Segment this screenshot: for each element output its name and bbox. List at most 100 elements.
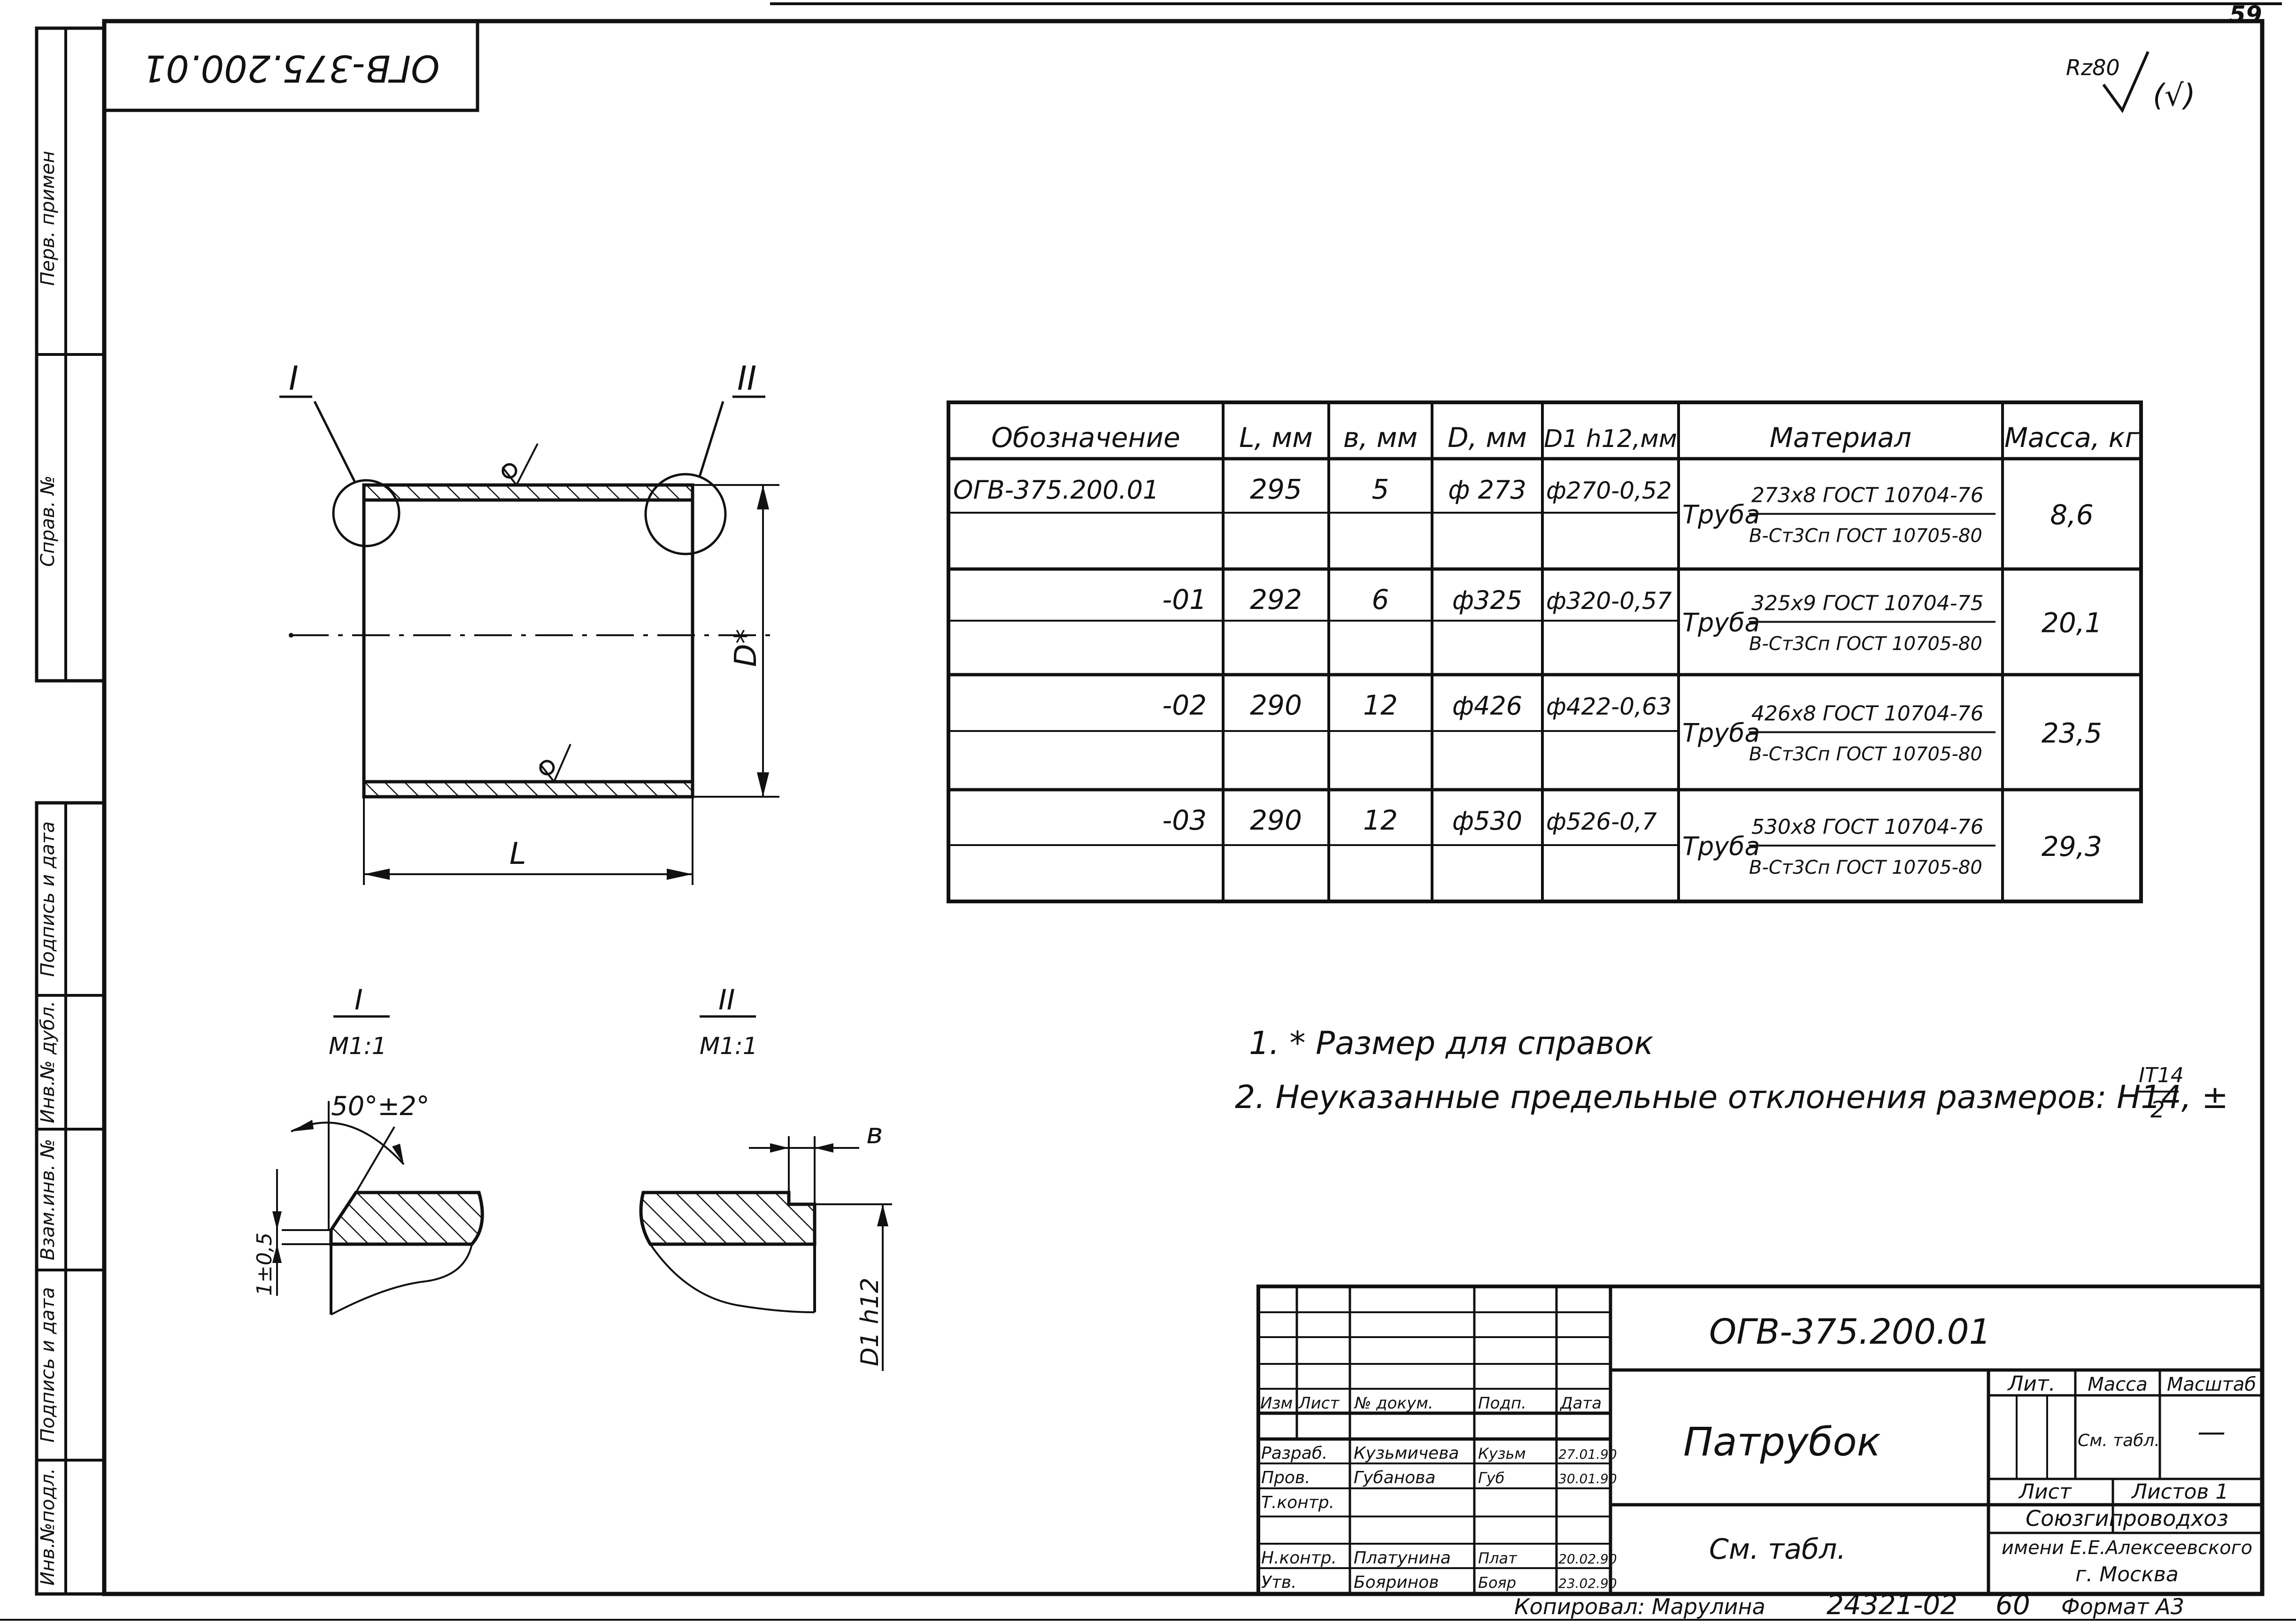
side-perv-primen: Перв. примен	[37, 151, 59, 286]
main-view: I II D* L	[279, 359, 779, 885]
table-cell-d: ф 273	[1448, 475, 1526, 505]
tb-org-1: Союзгипроводхоз	[2026, 1506, 2228, 1531]
note-2-frac-den: 2	[2150, 1097, 2165, 1123]
table-cell-l: 290	[1250, 689, 1302, 721]
table-cell-material-top: 426х8 ГОСТ 10704-76	[1751, 702, 1984, 726]
table-header-mass: Масса, кг	[2004, 422, 2140, 454]
side-inv-dubl: Инв.№ дубл.	[37, 1001, 59, 1124]
roughness-mark: Rz80 (√)	[2066, 51, 2196, 113]
side-inv-podl: Инв.№подл.	[37, 1468, 59, 1586]
table-cell-d1: ф270-0,52	[1546, 477, 1672, 504]
note-2: 2. Неуказанные предельные отклонения раз…	[1235, 1079, 2228, 1116]
table-cell-designation: -03	[1162, 804, 1207, 836]
tb-org-3: г. Москва	[2075, 1562, 2179, 1586]
dim-l: L	[509, 837, 526, 871]
table-cell-l: 290	[1250, 804, 1302, 836]
tb-head-doc: № докум.	[1354, 1394, 1433, 1413]
note-2-frac-num: IT14	[2139, 1063, 2184, 1087]
tb-doc-number: ОГВ-375.200.01	[1709, 1312, 1991, 1352]
table-cell-d1: ф526-0,7	[1546, 808, 1657, 835]
tb-role: Т.контр.	[1261, 1493, 1334, 1512]
footer-code: 24321-02	[1826, 1589, 1957, 1621]
tb-role: Пров.	[1261, 1468, 1310, 1487]
table-cell-material-prefix: Труба	[1682, 718, 1760, 748]
table-cell-mass: 23,5	[2042, 717, 2102, 749]
tb-massa: Масса	[2088, 1374, 2148, 1395]
tb-signature: Кузьм	[1478, 1445, 1526, 1462]
footer: Копировал: Марулина 24321-02 60 Формат А…	[1514, 1589, 2184, 1621]
tb-date: 30.01.90	[1558, 1471, 1617, 1486]
detail-1-angle: 50°±2°	[331, 1091, 430, 1122]
table-cell-material-prefix: Труба	[1682, 831, 1760, 861]
table-header-l: L, мм	[1239, 422, 1313, 454]
footer-copied: Копировал: Марулина	[1514, 1594, 1765, 1619]
table-header-d: D, мм	[1448, 422, 1527, 454]
tb-head-data: Дата	[1559, 1394, 1602, 1413]
table-cell-mass: 20,1	[2042, 607, 2102, 639]
tb-person-name: Кузьмичева	[1354, 1444, 1459, 1463]
tb-masshtab: Масштаб	[2167, 1374, 2256, 1395]
roughness-label: Rz80	[2066, 55, 2120, 80]
tb-person-name: Бояринов	[1354, 1573, 1439, 1592]
check-icon	[2102, 51, 2150, 113]
footer-sheet: 60	[1996, 1589, 2030, 1621]
page-number: 59	[2229, 1, 2262, 28]
detail-2-scale: М1:1	[700, 1032, 758, 1060]
side-sprav: Справ. №	[37, 476, 59, 567]
table-cell-mass: 29,3	[2042, 831, 2102, 862]
table-header-d1: D1 h12,мм	[1544, 425, 1677, 453]
table-cell-b: 6	[1372, 584, 1389, 616]
view-mark-2: II	[737, 359, 756, 398]
tb-head-podp: Подп.	[1478, 1394, 1526, 1413]
table-cell-designation: ОГВ-375.200.01	[953, 475, 1159, 505]
detail-view-2: II М1:1 в D1 h12	[639, 984, 892, 1371]
top-stamp-text: ОГВ-375.200.01	[142, 47, 439, 89]
table-cell-b: 12	[1363, 804, 1398, 836]
tb-signature: Губ	[1478, 1469, 1505, 1487]
tb-head-list: Лист	[1298, 1394, 1340, 1413]
footer-format: Формат А3	[2061, 1594, 2184, 1619]
detail-2-mark: II	[718, 984, 735, 1016]
dim-d: D*	[729, 629, 763, 667]
table-cell-l: 295	[1250, 473, 1302, 505]
table-cell-b: 5	[1372, 473, 1389, 505]
side-strip-top: Перв. примен Справ. №	[35, 26, 106, 683]
tb-material: См. табл.	[1709, 1533, 1846, 1566]
tb-lit: Лит.	[2007, 1372, 2055, 1396]
view-mark-1: I	[289, 359, 299, 398]
detail-view-1: I М1:1 50°±2° 1±0,5	[253, 984, 484, 1316]
table-cell-material-bottom: В-Ст3Сп ГОСТ 10705-80	[1749, 525, 1982, 547]
table-cell-material-prefix: Труба	[1682, 608, 1760, 638]
tb-person-name: Платунина	[1354, 1548, 1451, 1568]
table-cell-material-top: 530х8 ГОСТ 10704-76	[1751, 815, 1984, 839]
table-cell-material-bottom: В-Ст3Сп ГОСТ 10705-80	[1749, 633, 1982, 655]
detail-1-mark: I	[354, 984, 363, 1016]
notes: 1. * Размер для справок 2. Неуказанные п…	[1235, 1025, 2228, 1123]
tb-sheet: Лист	[2018, 1480, 2072, 1504]
table-cell-d1: ф422-0,63	[1546, 693, 1672, 720]
tb-person-name: Губанова	[1354, 1468, 1435, 1487]
detail-2-dim-d1: D1 h12	[856, 1278, 884, 1366]
tb-signature: Плат	[1478, 1549, 1518, 1567]
side-strip-bottom: Подпись и дата Инв.№ дубл. Взам.инв. № П…	[35, 801, 106, 1596]
tb-scale-value: —	[2197, 1416, 2226, 1448]
table-cell-mass: 8,6	[2050, 499, 2093, 531]
table-header-designation: Обозначение	[991, 422, 1180, 454]
tb-role: Н.контр.	[1261, 1548, 1337, 1568]
tb-name: Патрубок	[1683, 1419, 1881, 1465]
table-cell-d: ф325	[1452, 585, 1522, 615]
note-1: 1. * Размер для справок	[1249, 1025, 1653, 1062]
table-cell-d: ф530	[1452, 806, 1522, 836]
detail-1-chamfer: 1±0,5	[253, 1232, 277, 1296]
table-cell-designation: -02	[1162, 689, 1207, 721]
table-cell-d: ф426	[1452, 691, 1522, 721]
detail-1-scale: М1:1	[329, 1032, 387, 1060]
table-cell-designation: -01	[1162, 584, 1207, 616]
table-cell-material-prefix: Труба	[1682, 500, 1760, 530]
side-podpis-2: Подпись и дата	[37, 1287, 59, 1442]
tb-role: Разраб.	[1261, 1444, 1327, 1463]
top-stamp: ОГВ-375.200.01	[102, 19, 479, 112]
